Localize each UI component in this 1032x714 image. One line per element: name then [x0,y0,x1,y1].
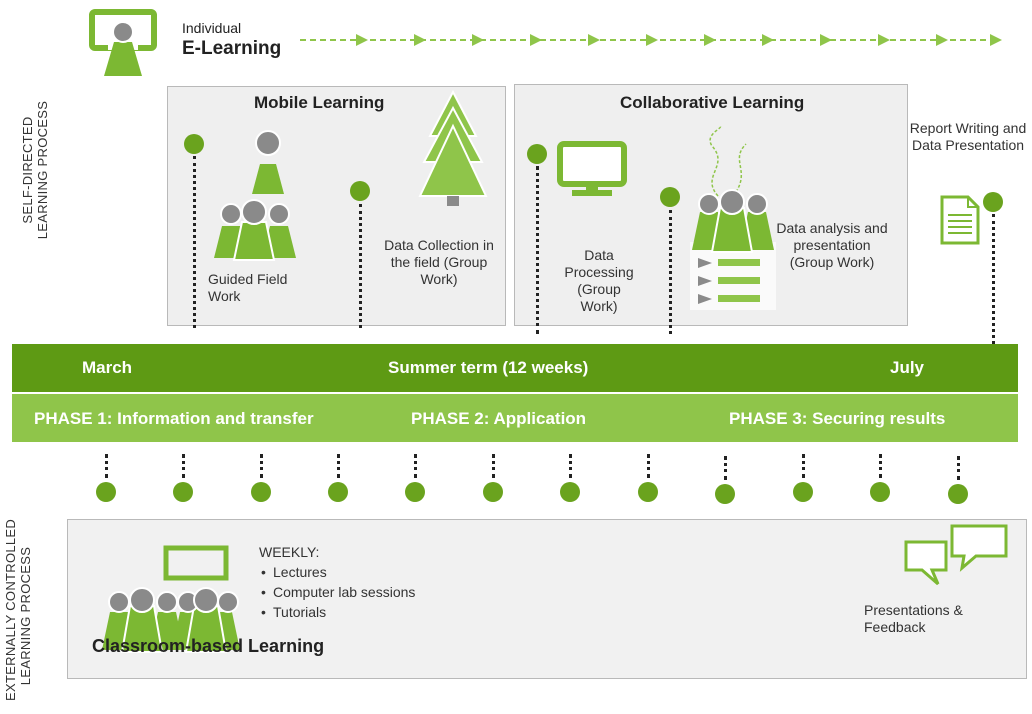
phase-3-label: PHASE 3: Securing results [729,409,946,428]
data-processing-label: Data Processing (Group Work) [564,247,634,314]
weekly-list: WEEKLY: Lectures Computer lab sessions T… [259,542,415,622]
week-line [182,454,185,478]
week-line [647,454,650,478]
month-march: March [82,358,133,377]
milestone-line [193,156,196,328]
week-line [802,454,805,478]
list-item: Lectures [273,562,415,582]
week-line [260,454,263,478]
e-learning-icon [89,9,157,76]
e-learning-title: E-Learning [182,38,282,59]
data-collection-label: Data Collection in the field (Group Work… [384,237,494,287]
list-item: Tutorials [273,602,415,622]
timeline-band [12,344,1018,392]
monitor-icon [557,141,627,196]
data-analysis-icon [690,125,776,310]
week-dot [483,482,503,502]
week-line [724,456,727,480]
phase-band [12,392,1018,442]
week-line [105,454,108,478]
milestone-dot [983,192,1003,212]
classroom-learning-title: Classroom-based Learning [92,636,325,656]
week-dot [948,484,968,504]
week-dot [715,484,735,504]
list-item: Computer lab sessions [273,582,415,602]
week-line [337,454,340,478]
week-dot [638,482,658,502]
e-learning-arrow-line [300,34,1002,46]
week-dot [173,482,193,502]
week-dot [328,482,348,502]
week-line [569,454,572,478]
week-dot [96,482,116,502]
mobile-learning-title: Mobile Learning [254,93,385,112]
milestone-line [992,214,995,344]
guided-field-work-label: Guided Field Work [208,271,288,304]
week-dot [793,482,813,502]
week-dot [405,482,425,502]
phase-1-label: PHASE 1: Information and transfer [34,409,314,428]
milestone-line [359,204,362,328]
week-dot [560,482,580,502]
classroom-group-icon [102,545,240,653]
milestone-dot [660,187,680,207]
phase-2-label: PHASE 2: Application [411,409,587,428]
week-line [414,454,417,478]
week-line [492,454,495,478]
document-icon [940,195,980,245]
week-line [957,456,960,480]
e-learning-subtitle: Individual [182,20,242,36]
collaborative-learning-title: Collaborative Learning [620,93,805,112]
month-july: July [890,358,925,377]
report-writing-label: Report Writing and Data Presentation [909,120,1027,153]
milestone-dot [527,144,547,164]
guided-field-work-icon [214,130,296,261]
week-dot [870,482,890,502]
presentations-feedback-label: Presentations & Feedback [864,602,963,635]
summer-term-label: Summer term (12 weeks) [388,358,589,377]
week-line [879,454,882,478]
tree-icon [418,89,488,206]
milestone-line [669,210,672,334]
milestone-dot [184,134,204,154]
week-dot [251,482,271,502]
milestone-dot [350,181,370,201]
milestone-line [536,166,539,334]
weekly-heading: WEEKLY: [259,544,320,560]
data-analysis-label: Data analysis and presentation (Group Wo… [776,220,888,270]
speech-bubbles-icon [904,524,1008,586]
